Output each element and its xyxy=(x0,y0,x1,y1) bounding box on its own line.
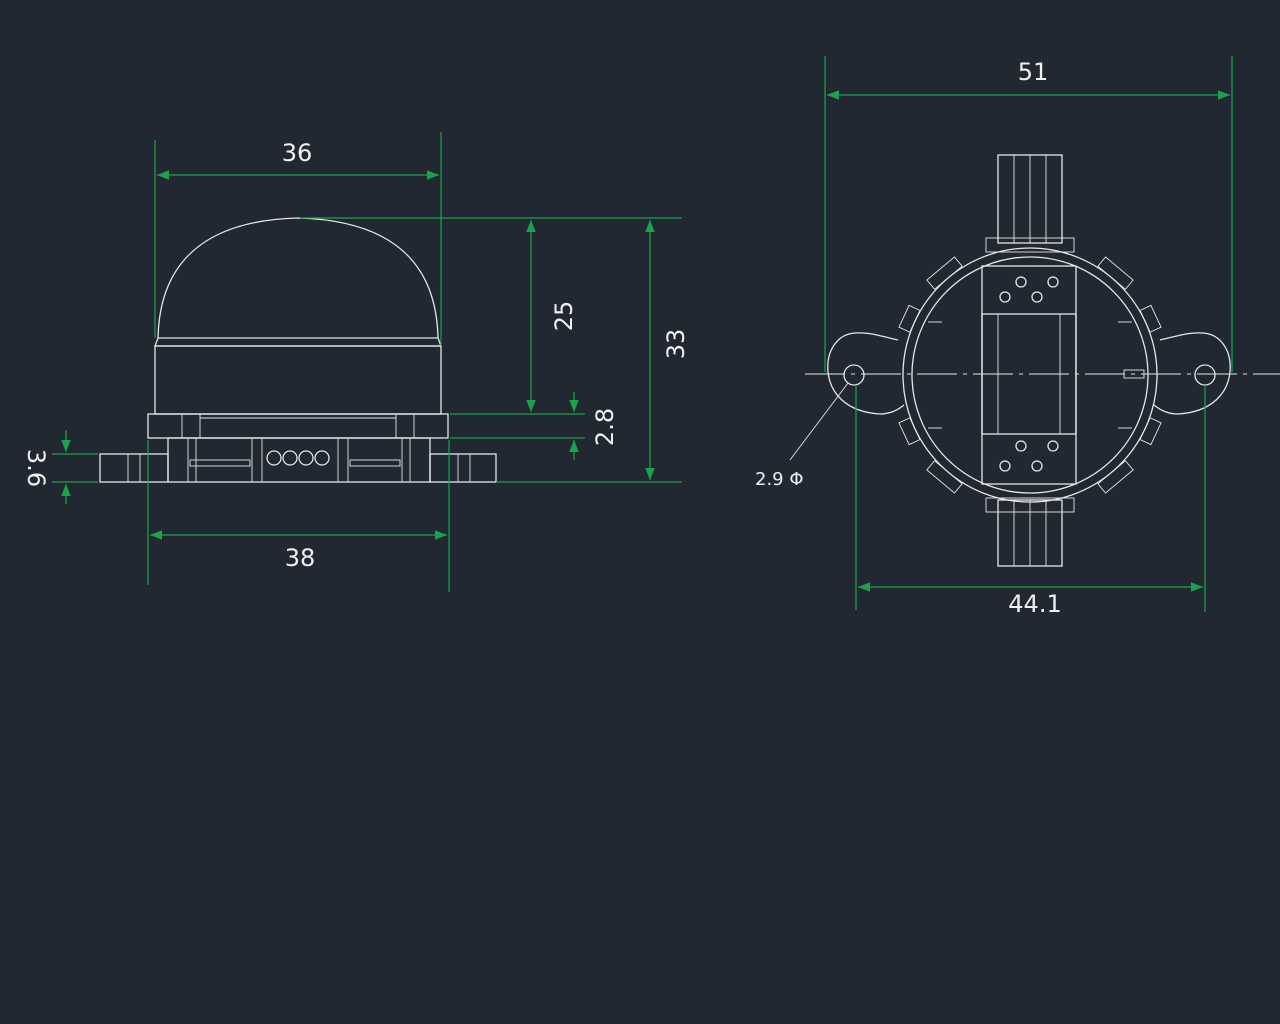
side-view: 36 38 25 33 2.8 xyxy=(22,132,690,592)
dim-side-base-width: 38 xyxy=(147,440,450,592)
ring-clips xyxy=(898,237,1162,513)
bottom-terminal-strip xyxy=(997,499,1063,567)
label-side-base-width: 38 xyxy=(285,544,316,572)
right-foot xyxy=(429,453,497,483)
dim-top-hole-spacing: 44.1 xyxy=(855,385,1206,618)
dim-side-dome-height: 25 xyxy=(526,220,578,412)
dome-outline xyxy=(157,217,439,339)
label-side-dome-height: 25 xyxy=(550,301,578,332)
label-side-total-height: 33 xyxy=(662,329,690,360)
label-top-hole-diameter: 2.9 Φ xyxy=(755,469,804,490)
label-top-hole-spacing: 44.1 xyxy=(1008,590,1061,618)
label-side-flange-height: 2.8 xyxy=(591,408,619,446)
dim-side-flange-height: 2.8 xyxy=(569,392,619,460)
dome-rim xyxy=(154,337,442,347)
inner-ring xyxy=(911,256,1149,494)
dim-side-top-width: 36 xyxy=(154,132,442,346)
left-mounting-hole xyxy=(843,364,865,386)
right-mounting-ear xyxy=(1153,332,1231,415)
dim-side-foot-height: 3.6 xyxy=(22,430,98,504)
right-mounting-hole xyxy=(1194,364,1216,386)
connector-pins xyxy=(266,450,330,466)
sensor-body xyxy=(154,345,442,415)
top-terminal-strip xyxy=(997,154,1063,244)
left-mounting-ear xyxy=(827,332,905,415)
dim-top-hole-diameter: 2.9 Φ xyxy=(755,382,849,490)
label-top-overall-width: 51 xyxy=(1018,58,1049,86)
sensor-chip xyxy=(981,265,1077,485)
left-foot xyxy=(99,453,169,483)
label-side-top-width: 36 xyxy=(282,139,313,167)
outer-ring xyxy=(902,247,1158,503)
label-side-foot-height: 3.6 xyxy=(22,449,50,487)
dim-top-overall-width: 51 xyxy=(824,56,1233,372)
dim-side-total-height: 33 xyxy=(645,220,690,480)
top-view: 51 44.1 2.9 Φ xyxy=(755,56,1280,618)
